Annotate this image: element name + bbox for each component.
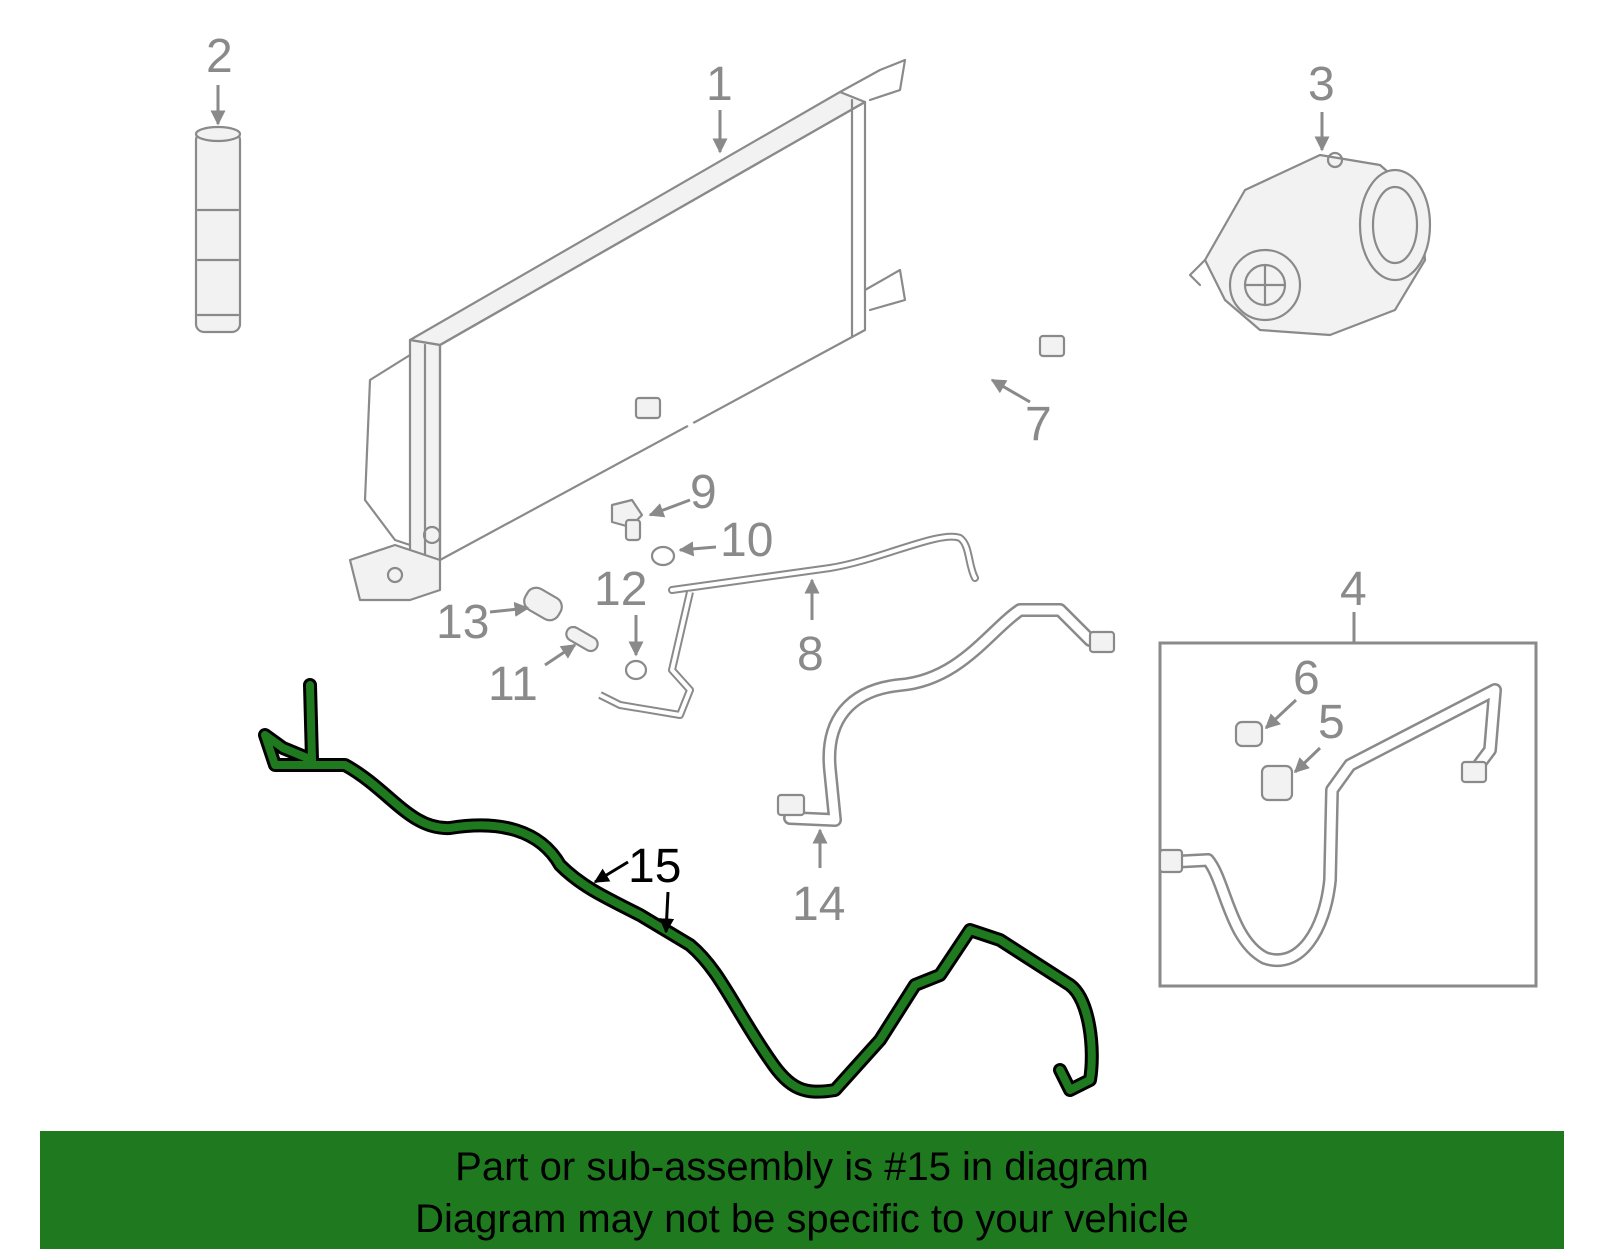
callout-8: 8 [797,628,824,681]
arrow-9 [648,498,691,518]
info-banner: Part or sub-assembly is #15 in diagram D… [40,1131,1564,1249]
part-6-fitting [1234,720,1264,748]
arrow-5 [1293,746,1322,774]
part-7-hose [634,334,1066,494]
arrow-13 [489,601,530,617]
banner-line-1: Part or sub-assembly is #15 in diagram [455,1145,1149,1189]
part-5-valve [1260,764,1294,802]
arrow-7 [990,378,1031,404]
callout-11: 11 [488,658,538,711]
part-2-receiver-drier [194,125,242,334]
part-10-o-ring [650,545,676,567]
callout-14: 14 [792,878,845,931]
part-9-bolt [610,498,644,542]
arrow-15b [659,891,675,934]
part-4-hose-assembly [1158,641,1538,988]
callout-5: 5 [1318,696,1345,749]
banner-line-2: Diagram may not be specific to your vehi… [415,1197,1189,1241]
part-1-condenser [348,58,907,602]
part-15-ac-line [258,678,1099,1099]
callout-2: 2 [206,30,233,83]
arrow-10 [678,541,717,557]
arrow-11 [544,643,577,667]
callout-7: 7 [1025,398,1052,451]
callout-12: 12 [594,563,647,616]
callout-9: 9 [690,466,717,519]
arrow-15a [593,860,629,884]
part-13-cap [523,586,563,622]
part-3-compressor [1188,151,1432,337]
parts-diagram: 2 1 3 7 9 [194,30,1538,1099]
part-11-valve-core [565,625,599,653]
arrow-6 [1264,698,1298,730]
callout-4: 4 [1340,563,1367,616]
part-12-o-ring [624,659,648,681]
callout-3: 3 [1308,58,1335,111]
part-8-line [598,532,979,719]
part-4-group-box [1158,641,1538,988]
callout-10: 10 [720,514,773,567]
callout-6: 6 [1293,652,1320,705]
callout-13: 13 [436,596,489,649]
callout-1: 1 [706,58,733,111]
callout-15: 15 [628,840,681,893]
part-14-hose [776,603,1116,827]
